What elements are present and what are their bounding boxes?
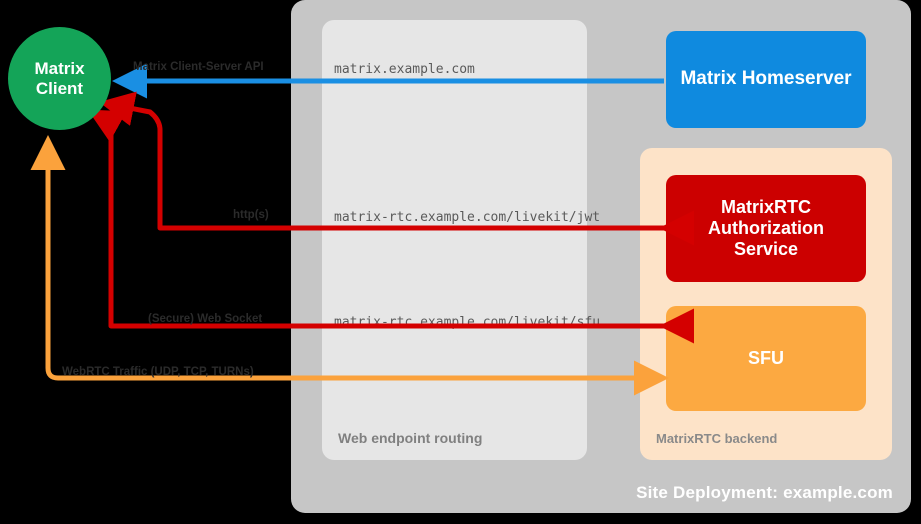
endpoint-url-livekit-sfu: matrix-rtc.example.com/livekit/sfu [334, 315, 601, 330]
connector-label-https: http(s) [233, 209, 269, 221]
endpoint-url-matrix: matrix.example.com [334, 62, 475, 77]
web-endpoint-routing-label: Web endpoint routing [338, 430, 483, 446]
connector-label-matrix-client-server-api: Matrix Client-Server API [133, 61, 264, 73]
connector-label-webrtc-traffic: WebRTC Traffic (UDP, TCP, TURNs) [62, 366, 254, 378]
matrix-client-label-line1: Matrix [34, 58, 85, 78]
matrixrtc-backend-label: MatrixRTC backend [656, 431, 778, 446]
matrix-homeserver-node[interactable]: Matrix Homeserver [666, 31, 866, 128]
matrix-client-node[interactable]: Matrix Client [8, 27, 111, 130]
web-endpoint-routing-panel: Web endpoint routing [322, 20, 587, 460]
sfu-node[interactable]: SFU [666, 306, 866, 411]
connector-label-secure-web-socket: (Secure) Web Socket [148, 313, 263, 325]
matrix-client-label-line2: Client [35, 78, 84, 98]
site-deployment-label: Site Deployment: example.com [636, 483, 893, 502]
matrix-homeserver-label: Matrix Homeserver [680, 68, 852, 90]
endpoint-url-livekit-jwt: matrix-rtc.example.com/livekit/jwt [334, 210, 601, 225]
authorization-service-label-line3: Service [733, 239, 799, 260]
authorization-service-label-line2: Authorization [708, 217, 824, 238]
matrixrtc-authorization-service-node[interactable]: MatrixRTC Authorization Service [666, 175, 866, 282]
authorization-service-label-line1: MatrixRTC [720, 196, 811, 217]
sfu-label: SFU [748, 347, 784, 368]
